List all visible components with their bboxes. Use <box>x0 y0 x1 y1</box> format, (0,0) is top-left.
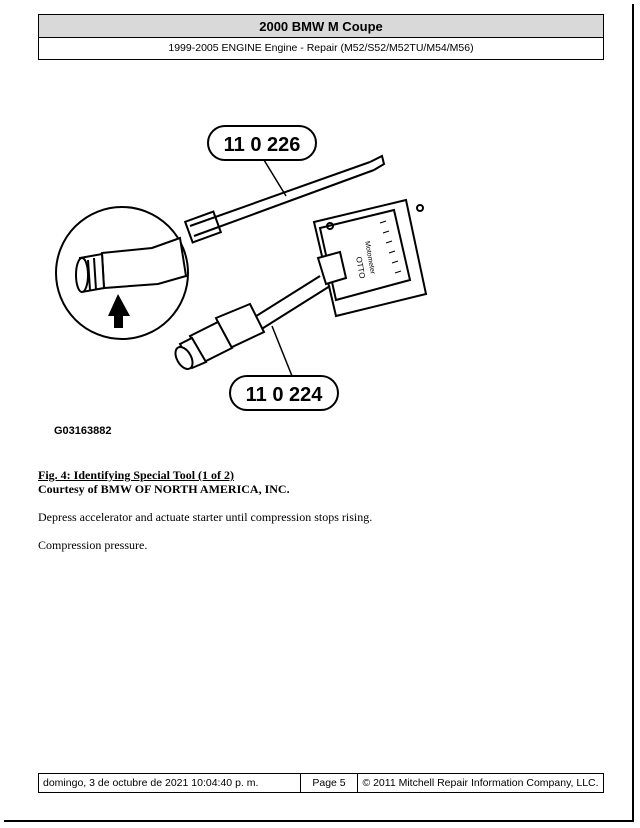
footer-copyright: © 2011 Mitchell Repair Information Compa… <box>362 777 599 789</box>
section-subtitle: 1999-2005 ENGINE Engine - Repair (M52/S5… <box>168 42 474 54</box>
page-footer: domingo, 3 de octubre de 2021 10:04:40 p… <box>38 773 604 793</box>
tool-drawing: Motometer OTTO 11 0 226 11 0 224 G031638… <box>54 125 428 437</box>
tool-illustration: Motometer OTTO 11 0 226 11 0 224 G031638… <box>40 108 430 448</box>
footer-page-number: Page 5 <box>301 774 358 792</box>
figure-courtesy: Courtesy of BMW OF NORTH AMERICA, INC. <box>38 482 290 496</box>
page-content: Fig. 4: Identifying Special Tool (1 of 2… <box>38 468 598 552</box>
page-header: 2000 BMW M Coupe 1999-2005 ENGINE Engine… <box>38 14 604 60</box>
figure-caption: Fig. 4: Identifying Special Tool (1 of 2… <box>38 468 235 482</box>
instruction-paragraph: Depress accelerator and actuate starter … <box>38 510 373 524</box>
label-bottom: 11 0 224 <box>246 384 324 406</box>
vehicle-title: 2000 BMW M Coupe <box>39 15 603 38</box>
footer-date: domingo, 3 de octubre de 2021 10:04:40 p… <box>39 774 301 792</box>
gauge-marking-2: OTTO <box>354 256 367 279</box>
compression-paragraph: Compression pressure. <box>38 538 148 552</box>
label-top-frame <box>207 125 317 161</box>
detail-circle <box>55 206 189 340</box>
arrow-up-icon <box>108 294 130 328</box>
page-border <box>4 4 634 822</box>
label-top: 11 0 226 <box>224 134 301 156</box>
figure-code: G03163882 <box>54 425 112 437</box>
label-bottom-frame <box>229 375 339 411</box>
